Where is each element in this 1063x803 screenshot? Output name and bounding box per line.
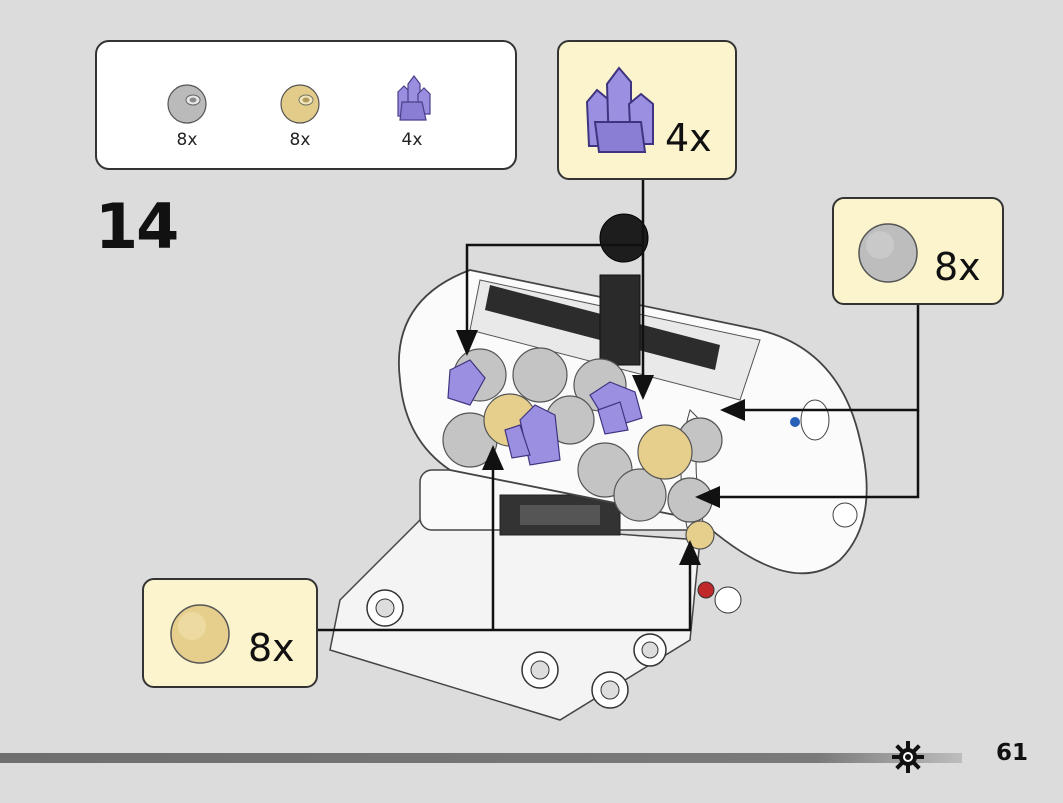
crystal-icon — [397, 75, 431, 121]
page-number: 61 — [996, 740, 1029, 766]
gray-ball-icon — [858, 223, 918, 283]
callout-gray-ball: 8x — [832, 197, 1004, 305]
callout-count: 8x — [934, 245, 981, 289]
crystal-icon — [585, 66, 654, 153]
part-count: 8x — [289, 130, 311, 150]
gear-icon — [892, 741, 924, 773]
tan-ball-icon — [170, 604, 230, 664]
callout-crystal: 4x — [557, 40, 737, 180]
part-tan-ball: 8x — [270, 82, 330, 150]
part-crystal: 4x — [382, 72, 442, 150]
callout-count: 4x — [665, 116, 712, 160]
callout-count: 8x — [248, 626, 295, 670]
arrow-heads — [456, 330, 745, 565]
crystals — [447, 359, 643, 466]
parts-list-panel: 8x 8x 4x — [95, 40, 517, 170]
page-progress-bar — [0, 753, 962, 763]
gray-ball-icon — [167, 84, 207, 124]
step-number: 14 — [95, 190, 179, 263]
frame-base — [329, 469, 742, 721]
part-gray-ball: 8x — [157, 82, 217, 150]
part-count: 4x — [401, 130, 423, 150]
tan-ball-icon — [280, 84, 320, 124]
part-count: 8x — [176, 130, 198, 150]
arrow-lines — [318, 180, 920, 632]
callout-tan-ball: 8x — [142, 578, 318, 688]
